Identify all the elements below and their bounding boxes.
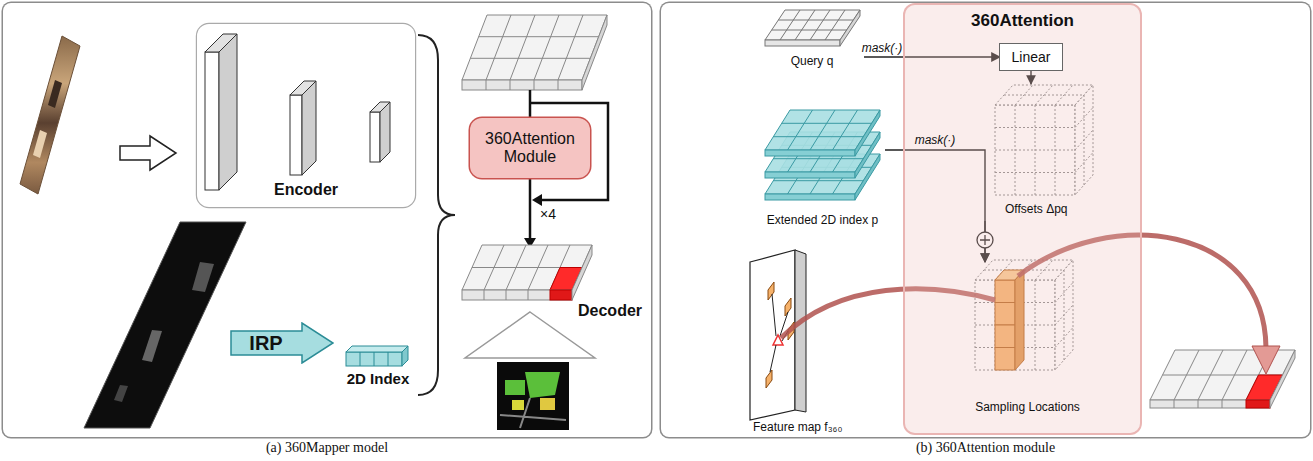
panel-caption: (b) 360Attention module (661, 440, 1310, 456)
block-label: 2D Index (338, 370, 418, 387)
arrow-label: IRP (230, 330, 302, 356)
panel-caption: (a) 360Mapper model (3, 440, 651, 456)
grid-label: Feature map f₃₆₀ (753, 420, 842, 434)
irp-arrow: IRP (230, 322, 334, 364)
grid-label: Offsets Δpq (1005, 202, 1068, 216)
attention-block: 360Attention Module (470, 118, 590, 178)
edge-label: mask(·) (915, 133, 956, 147)
grid-label: Sampling Locations (960, 400, 1095, 414)
query-grid: Query q (760, 6, 864, 68)
sampling-grid: Sampling Locations (960, 262, 1095, 417)
block-label: Decoder (578, 302, 642, 320)
repeat-count: ×4 (540, 206, 556, 222)
block-title: Encoder (197, 181, 415, 199)
panel: (b) 360Attention module360AttentionLinea… (661, 3, 1310, 437)
grid-label: Extended 2D index p (760, 213, 885, 227)
region-title: 360Attention (905, 11, 1140, 31)
block-title: 360Attention Module (476, 130, 584, 167)
grid-label: Query q (760, 54, 864, 68)
offset-grid: Offsets Δpq (975, 84, 1100, 221)
feature-map: Feature map f₃₆₀ (745, 248, 895, 434)
index-grid: Extended 2D index p (760, 105, 885, 230)
block-title: Linear (1012, 49, 1051, 65)
linear-box: Linear (1000, 44, 1062, 70)
edge-label: mask(·) (862, 41, 903, 55)
encoder-box: Encoder (197, 24, 415, 207)
index-block: 2D Index (338, 344, 418, 394)
module-region: 360AttentionLinearOffsets ΔpqSampling Lo… (905, 5, 1140, 433)
